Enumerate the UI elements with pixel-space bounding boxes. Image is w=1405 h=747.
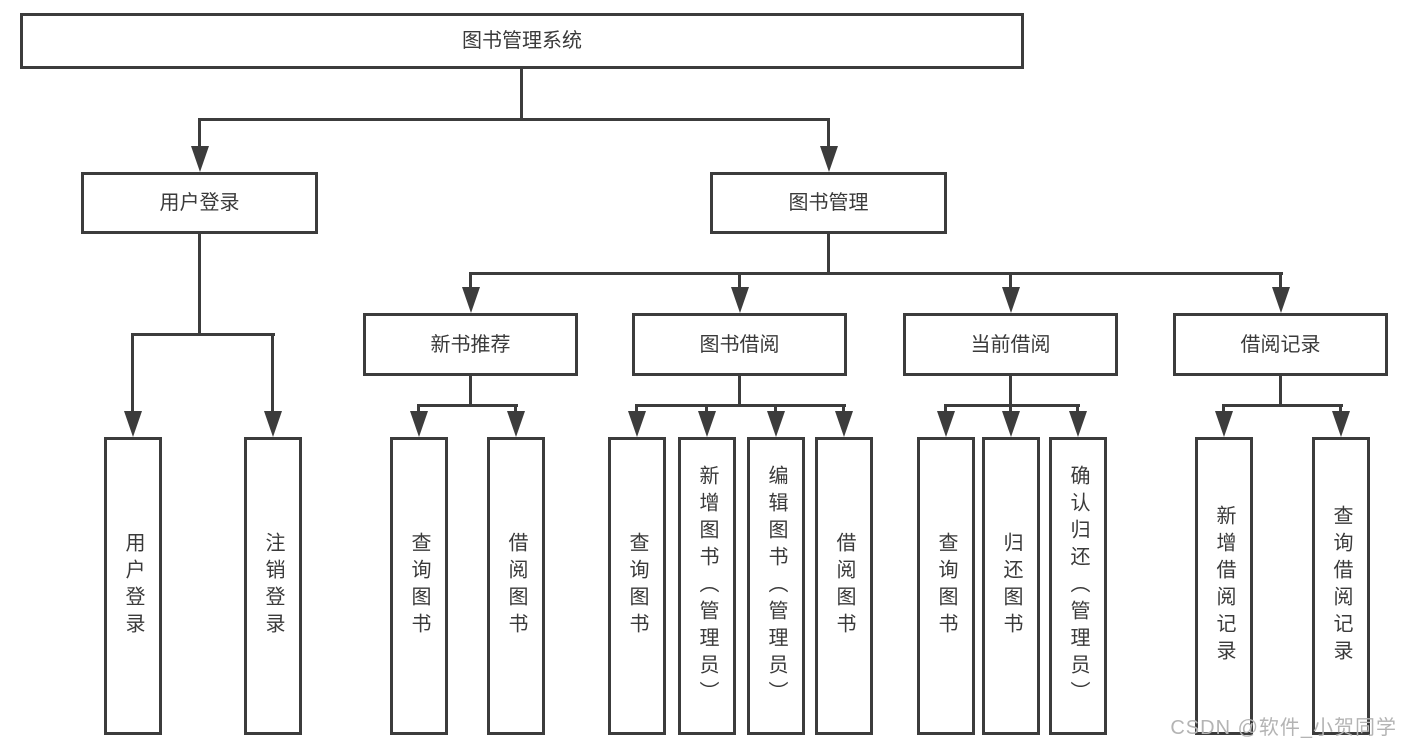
connector-hline	[469, 272, 1283, 275]
connector-vline	[827, 118, 830, 149]
leaf-label: 归还图书	[1000, 532, 1022, 640]
arrow-down-icon	[1002, 287, 1020, 313]
arrow-down-icon	[410, 411, 428, 437]
connector-vline	[198, 118, 201, 149]
arrow-down-icon	[264, 411, 282, 437]
arrow-down-icon	[1215, 411, 1233, 437]
leaf-label: 借阅图书	[505, 532, 527, 640]
leaf-add-borrow-record: 新增借阅记录	[1195, 437, 1253, 735]
arrow-down-icon	[937, 411, 955, 437]
leaf-label: 编辑图书（管理员）	[765, 464, 787, 708]
connector-vline	[1009, 404, 1012, 416]
node-book-management: 图书管理	[710, 172, 947, 234]
arrow-down-icon	[124, 411, 142, 437]
node-label: 图书借阅	[699, 333, 780, 356]
leaf-label: 确认归还（管理员）	[1067, 464, 1089, 708]
node-label: 当前借阅	[970, 333, 1051, 356]
node-current-borrow: 当前借阅	[903, 313, 1118, 376]
connector-vline	[1009, 272, 1012, 292]
node-borrow-records: 借阅记录	[1173, 313, 1388, 376]
connector-hline	[198, 118, 830, 121]
connector-vline	[514, 404, 517, 416]
arrow-down-icon	[731, 287, 749, 313]
arrow-down-icon	[1272, 287, 1290, 313]
connector-hline	[635, 404, 846, 407]
connector-vline	[738, 272, 741, 292]
node-user-login: 用户登录	[81, 172, 318, 234]
connector-vline	[774, 404, 777, 416]
connector-vline	[469, 376, 472, 407]
leaf-return-book: 归还图书	[982, 437, 1040, 735]
leaf-label: 查询图书	[626, 532, 648, 640]
arrow-down-icon	[191, 146, 209, 172]
arrow-down-icon	[835, 411, 853, 437]
node-label: 新书推荐	[430, 333, 511, 356]
connector-vline	[738, 376, 741, 407]
leaf-query-books-recommend: 查询图书	[390, 437, 448, 735]
node-root: 图书管理系统	[20, 13, 1024, 69]
leaf-add-book-admin: 新增图书（管理员）	[678, 437, 736, 735]
connector-vline	[469, 272, 472, 292]
connector-hline	[417, 404, 518, 407]
watermark-text: CSDN @软件_小贺同学	[1170, 717, 1397, 739]
connector-hline	[131, 333, 275, 336]
node-label: 用户登录	[159, 192, 240, 214]
leaf-borrow-books: 借阅图书	[815, 437, 873, 735]
connector-vline	[1222, 404, 1225, 416]
leaf-confirm-return-admin: 确认归还（管理员）	[1049, 437, 1107, 735]
connector-vline	[271, 333, 274, 415]
arrow-down-icon	[1002, 411, 1020, 437]
arrow-down-icon	[462, 287, 480, 313]
connector-vline	[1339, 404, 1342, 416]
connector-hline	[1222, 404, 1343, 407]
connector-vline	[1009, 376, 1012, 407]
connector-vline	[842, 404, 845, 416]
leaf-label: 新增图书（管理员）	[696, 464, 718, 708]
leaf-label: 新增借阅记录	[1213, 505, 1235, 667]
connector-vline	[131, 333, 134, 415]
leaf-query-books-borrow: 查询图书	[608, 437, 666, 735]
arrow-down-icon	[628, 411, 646, 437]
connector-vline	[520, 69, 523, 120]
leaf-query-borrow-record: 查询借阅记录	[1312, 437, 1370, 735]
node-root-label: 图书管理系统	[462, 30, 582, 52]
connector-vline	[198, 234, 201, 335]
leaf-query-books-current: 查询图书	[917, 437, 975, 735]
connector-vline	[417, 404, 420, 416]
leaf-label: 查询图书	[935, 532, 957, 640]
arrow-down-icon	[698, 411, 716, 437]
arrow-down-icon	[767, 411, 785, 437]
leaf-label: 借阅图书	[833, 532, 855, 640]
connector-vline	[1279, 272, 1282, 292]
connector-vline	[635, 404, 638, 416]
arrow-down-icon	[820, 146, 838, 172]
arrow-down-icon	[1332, 411, 1350, 437]
leaf-borrow-books-recommend: 借阅图书	[487, 437, 545, 735]
connector-vline	[827, 234, 830, 275]
leaf-label: 查询借阅记录	[1330, 505, 1352, 667]
arrow-down-icon	[1069, 411, 1087, 437]
connector-hline	[944, 404, 1080, 407]
connector-vline	[1279, 376, 1282, 407]
arrow-down-icon	[507, 411, 525, 437]
node-new-book-recommend: 新书推荐	[363, 313, 578, 376]
connector-vline	[1076, 404, 1079, 416]
leaf-edit-book-admin: 编辑图书（管理员）	[747, 437, 805, 735]
leaf-label: 用户登录	[122, 532, 144, 640]
connector-vline	[944, 404, 947, 416]
connector-vline	[705, 404, 708, 416]
leaf-label: 注销登录	[262, 532, 284, 640]
leaf-logout: 注销登录	[244, 437, 302, 735]
node-label: 借阅记录	[1240, 333, 1321, 356]
leaf-label: 查询图书	[408, 532, 430, 640]
leaf-user-login: 用户登录	[104, 437, 162, 735]
node-label: 图书管理	[788, 192, 869, 214]
node-book-borrow: 图书借阅	[632, 313, 847, 376]
